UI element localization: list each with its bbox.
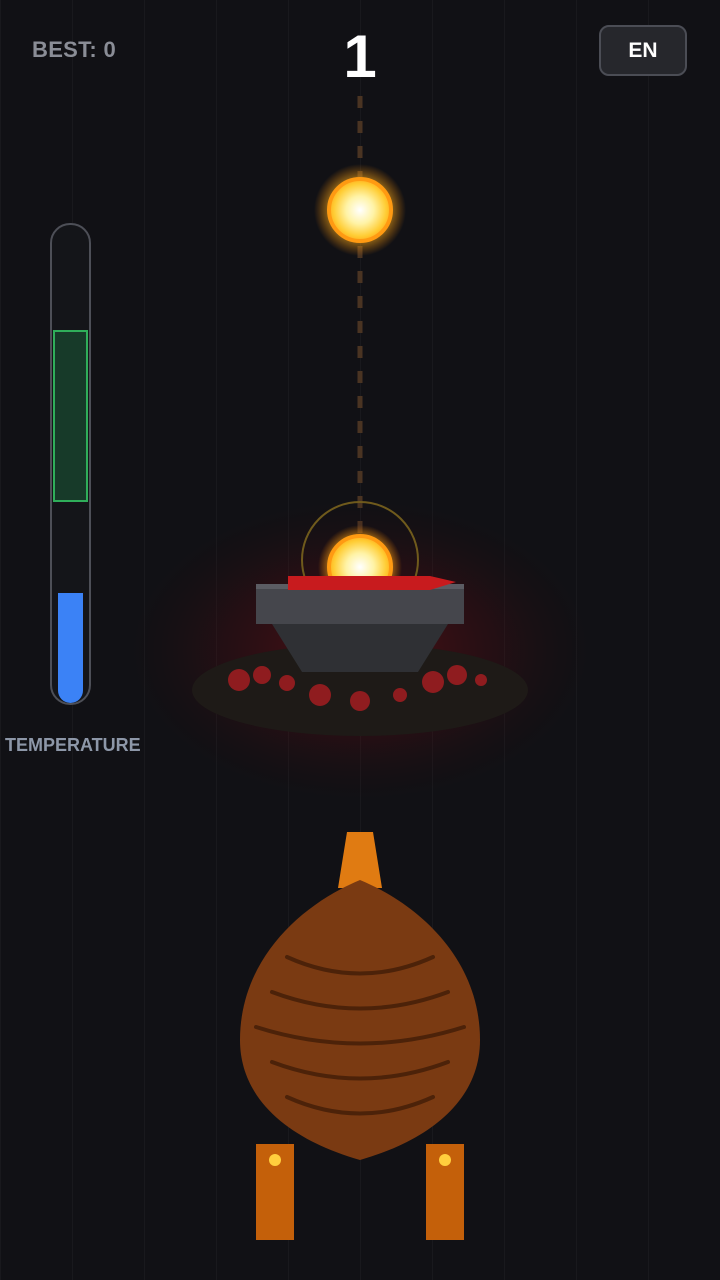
current-score: 1 bbox=[343, 23, 377, 90]
best-score: BEST: 0 bbox=[32, 37, 117, 62]
bellows-icon[interactable] bbox=[240, 832, 480, 1240]
temperature-target-zone bbox=[53, 330, 88, 503]
ember-coals bbox=[228, 665, 487, 711]
falling-spark-icon bbox=[314, 164, 406, 256]
temperature-gauge bbox=[50, 223, 91, 705]
language-button[interactable]: EN bbox=[599, 25, 687, 76]
temperature-label: TEMPERATURE bbox=[5, 735, 141, 755]
ember-bed bbox=[192, 644, 528, 736]
anvil-icon bbox=[256, 576, 464, 672]
temperature-level-fill bbox=[58, 593, 83, 703]
hot-blade-icon bbox=[288, 576, 456, 590]
bellows-nozzle bbox=[338, 832, 382, 888]
